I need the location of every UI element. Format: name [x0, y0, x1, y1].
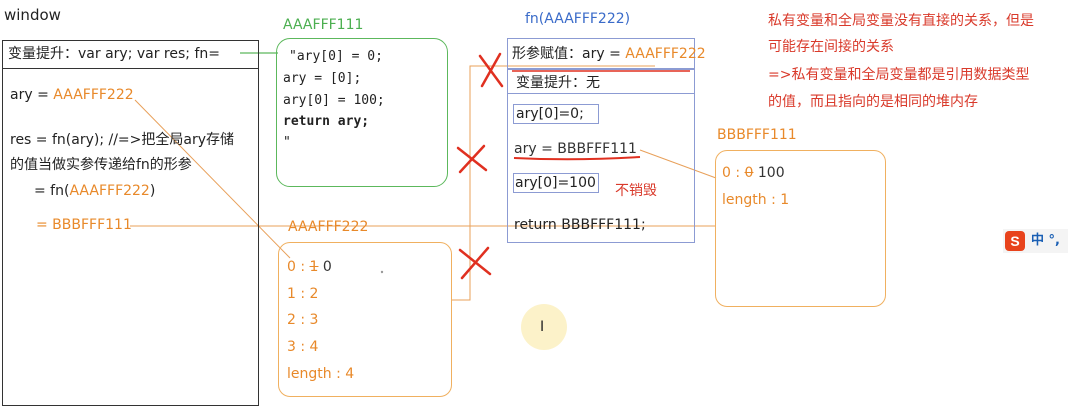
fn-hoist-text: 变量提升：无: [516, 75, 600, 91]
array-a-box: [278, 242, 452, 397]
note-line-3: =>私有变量和全局变量都是引用数据类型: [768, 67, 1030, 83]
window-call-line: = fn(AAAFFF222): [34, 182, 155, 200]
ary-reference-line: [134, 99, 291, 259]
fn-scope-title: fn(AAAFFF222): [525, 11, 631, 27]
array-a-item-0-old: 1: [309, 259, 319, 275]
red-underline: [513, 156, 641, 161]
cross-mark-1: [478, 52, 504, 88]
fn-step1: ary[0]=0;: [516, 106, 584, 122]
fn-code-line-5: ": [283, 135, 291, 150]
fn-code-line-4: return ary;: [283, 114, 370, 129]
window-hoist-text: 变量提升：var ary; var res; fn=: [8, 46, 220, 62]
window-ary-value: AAAFFF222: [53, 87, 134, 103]
fn-step2: ary = BBBFFF111: [514, 140, 637, 158]
array-a-item-1: 1 : 2: [287, 286, 319, 302]
array-a-length: length : 4: [287, 366, 355, 382]
array-b-item-0-old: 0: [744, 165, 754, 181]
fn-param-line: 形参赋值：ary = AAAFFF222: [512, 45, 706, 63]
param-reference-line: [452, 65, 655, 301]
fn-heap-address: AAAFFF111: [283, 17, 364, 33]
ime-logo-icon: S: [1005, 231, 1025, 251]
window-res-line-1: res = fn(ary); //=>把全局ary存储: [10, 132, 235, 148]
fn-step2-text: ary = BBBFFF111: [514, 141, 637, 157]
ime-toolbar[interactable]: S 中 °,: [1003, 229, 1068, 253]
array-a-item-3: 3 : 4: [287, 339, 319, 355]
fn-step1-box: [513, 104, 599, 124]
new-ary-reference-line: [639, 149, 717, 179]
array-a-item-0-val: 0: [318, 259, 332, 275]
window-hoist-row: [2, 40, 259, 69]
cross-mark-2: [456, 144, 488, 174]
fn-param-row: [507, 38, 695, 69]
window-title: window: [4, 6, 61, 24]
array-a-item-2: 2 : 3: [287, 312, 319, 328]
note-line-4: 的值，而且指向的是相同的堆内存: [768, 94, 978, 110]
note-line-1: 私有变量和全局变量没有直接的关系，但是: [768, 13, 1034, 29]
array-b-item-0: 0 : 0 100: [722, 164, 785, 182]
window-ary-prefix: ary =: [10, 87, 54, 103]
fn-param-value: AAAFFF222: [625, 46, 706, 62]
text-cursor-icon: I: [540, 319, 545, 335]
cross-mark-3: [458, 246, 492, 280]
ime-label[interactable]: 中 °,: [1031, 233, 1060, 248]
window-result: = BBBFFF111: [36, 217, 132, 233]
window-call-suffix: ): [149, 183, 156, 199]
cursor-highlight: [521, 304, 567, 350]
fn-heap-box: [276, 38, 448, 187]
fn-code-line-2: ary = [0];: [283, 71, 362, 86]
array-b-length: length : 1: [722, 192, 790, 208]
array-a-item-0-key: 0 :: [287, 259, 310, 275]
array-b-item-0-val: 100: [753, 165, 785, 181]
window-call-arg: AAAFFF222: [69, 183, 150, 199]
fn-step3-box: [513, 173, 599, 193]
dot-mark: [380, 270, 384, 274]
note-line-2: 可能存在间接的关系: [768, 39, 894, 55]
fn-code-line-3: ary[0] = 100;: [283, 93, 385, 108]
array-a-address: AAAFFF222: [288, 219, 369, 235]
fn-param-label: 形参赋值：ary =: [512, 46, 626, 62]
fn-step3: ary[0]=100: [515, 175, 596, 191]
array-b-box: [715, 150, 886, 307]
array-a-item-0: 0 : 1 0: [287, 258, 332, 276]
window-call-prefix: = fn(: [34, 183, 70, 199]
array-b-address: BBBFFF111: [717, 127, 797, 143]
fn-code-line-1: "ary[0] = 0;: [289, 49, 383, 64]
fn-hoist-row: [507, 69, 695, 94]
array-b-item-0-key: 0 :: [722, 165, 745, 181]
window-ary-line: ary = AAAFFF222: [10, 86, 134, 104]
window-res-line-2: 的值当做实参传递给fn的形参: [10, 157, 192, 173]
fn-not-destroyed: 不销毁: [615, 183, 657, 199]
fn-return-line: return BBBFFF111;: [514, 217, 646, 233]
